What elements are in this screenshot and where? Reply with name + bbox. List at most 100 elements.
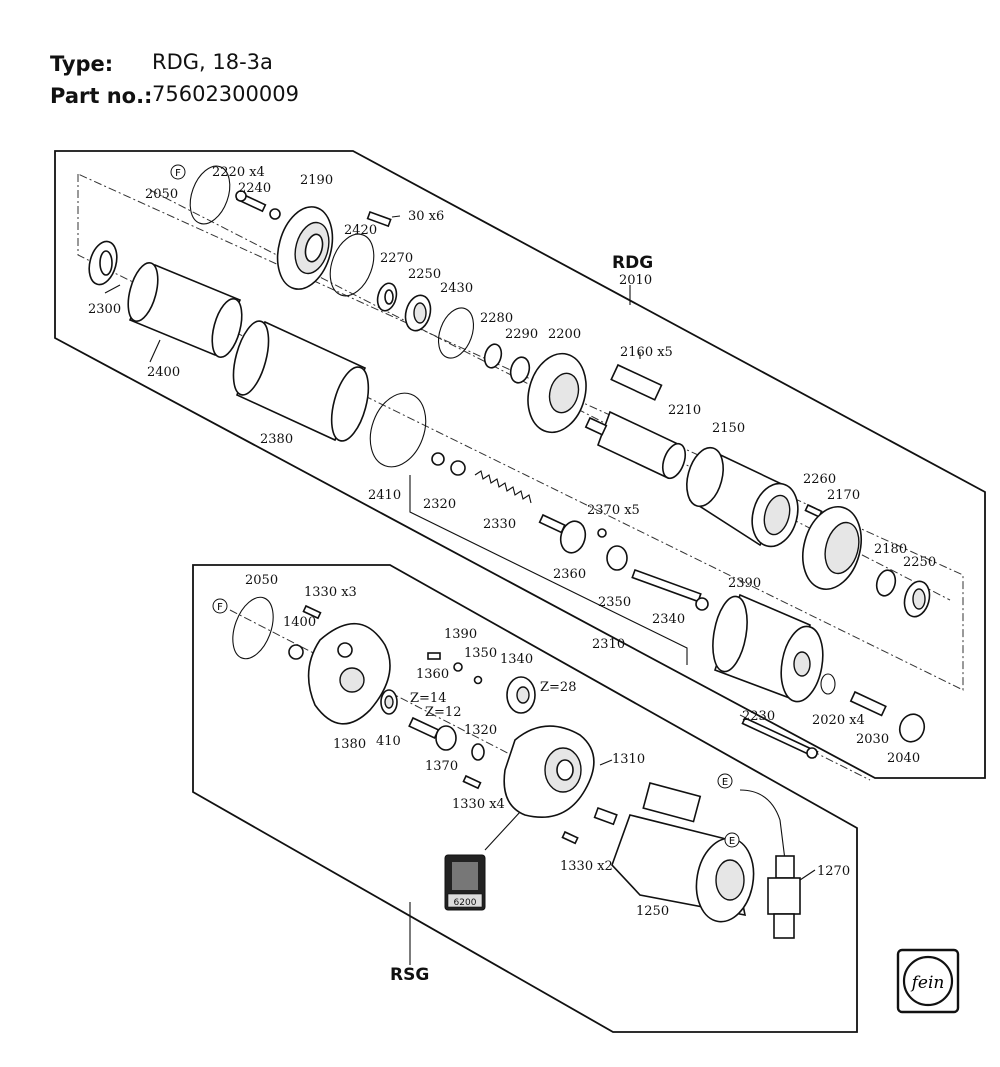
label-2170: 2170 (827, 488, 860, 503)
label-2300: 2300 (88, 302, 121, 317)
marker-e-motor: E (724, 832, 740, 848)
washer-2350 (606, 545, 628, 571)
flange-1310 (503, 725, 595, 819)
label-2270: 2270 (380, 251, 413, 266)
bearing-2250-rdg (404, 294, 432, 332)
label-2400: 2400 (147, 365, 180, 380)
svg-text:E: E (722, 777, 728, 788)
vanes-2160 (610, 352, 663, 401)
rotor-2210 (584, 410, 687, 480)
label-2030: 2030 (856, 732, 889, 747)
label-2050-rsg: 2050 (245, 573, 278, 588)
label-2430: 2430 (440, 281, 473, 296)
part-labels: 2050 2220 x4 2240 2190 30 x6 2420 2270 2… (88, 165, 936, 919)
screw-1360 (427, 652, 441, 660)
seal-2180 (875, 569, 897, 597)
bearing-1320 (471, 743, 485, 761)
label-2320: 2320 (423, 497, 456, 512)
rdg-group-frame (54, 150, 986, 779)
label-2180: 2180 (874, 542, 907, 557)
type-label: Type: (50, 52, 114, 76)
bolt-2340 (631, 568, 709, 611)
bearing-2250-rdg-b (903, 580, 931, 618)
label-2410: 2410 (368, 488, 401, 503)
flange-2190 (276, 206, 334, 290)
label-2020: 2020 x4 (812, 713, 865, 728)
pinion-1370 (408, 716, 457, 751)
fein-logo: fein (896, 948, 960, 1014)
marker-f-rsg: F (212, 598, 228, 614)
bearing-2290 (509, 356, 531, 384)
marker-e-cable: E (717, 773, 733, 789)
marker-f-rdg: F (170, 164, 186, 180)
bracket-2310 (409, 475, 688, 665)
label-30x6: 30 x6 (408, 209, 444, 224)
svg-text:F: F (217, 602, 223, 613)
label-2040: 2040 (887, 751, 920, 766)
rdg-assembly-axis (77, 173, 964, 691)
group-title-rdg: RDG (612, 253, 653, 273)
cover-2170 (802, 505, 862, 591)
label-2220: 2220 x4 (212, 165, 265, 180)
label-2250-b: 2250 (903, 555, 936, 570)
label-2240: 2240 (238, 181, 271, 196)
o-ring-2050 (189, 165, 231, 225)
type-value: RDG, 18-3a (152, 50, 273, 74)
svg-text:E: E (729, 836, 735, 847)
label-2150: 2150 (712, 421, 745, 436)
label-1310: 1310 (612, 752, 645, 767)
label-1330-x3: 1330 x3 (304, 585, 357, 600)
label-2160: 2160 x5 (620, 345, 673, 360)
group-code-rdg: 2010 (619, 273, 652, 288)
label-1380: 1380 (333, 737, 366, 752)
nut-2320a (431, 452, 445, 466)
label-1320: 1320 (464, 723, 497, 738)
washer-2240 (269, 208, 281, 220)
o-ring-2050-rsg (232, 596, 274, 660)
washer-1350 (473, 675, 483, 685)
cable-1270 (739, 789, 786, 861)
screw-1330-x4 (462, 774, 482, 790)
label-1330-x4: 1330 x4 (452, 797, 505, 812)
label-2260: 2260 (803, 472, 836, 487)
label-410: 410 (376, 734, 401, 749)
label-1270: 1270 (817, 864, 850, 879)
seal-2280 (483, 343, 503, 369)
motor-1250 (593, 782, 755, 923)
o-ring-2420 (329, 233, 375, 297)
tool-6200-label: 6200 (454, 898, 477, 908)
label-2340: 2340 (652, 612, 685, 627)
label-2390: 2390 (728, 576, 761, 591)
label-1390: 1390 (444, 627, 477, 642)
label-2200: 2200 (548, 327, 581, 342)
group-title-rsg: RSG (390, 965, 429, 985)
seal-2270 (376, 282, 398, 312)
washer-1390 (453, 662, 463, 672)
seal-1400 (288, 644, 304, 660)
seal-2020 (820, 673, 836, 695)
label-2360: 2360 (553, 567, 586, 582)
label-2250: 2250 (408, 267, 441, 282)
label-z12: Z=12 (425, 705, 461, 720)
svg-text:F: F (175, 168, 181, 179)
label-2420: 2420 (344, 223, 377, 238)
screw-1330-x2 (561, 830, 579, 845)
spring-2330 (474, 470, 532, 504)
label-2310: 2310 (592, 637, 625, 652)
label-2350: 2350 (598, 595, 631, 610)
o-ring-2410 (369, 392, 427, 468)
o-ring-2430 (437, 307, 475, 359)
filter-sleeve-2400 (127, 262, 243, 358)
screw-2220 (235, 190, 267, 213)
gear-cover-1380 (307, 622, 391, 725)
label-2280: 2280 (480, 311, 513, 326)
cap-2040 (898, 713, 926, 743)
part-number-label: Part no.: (50, 84, 153, 108)
label-z14: Z=14 (410, 691, 446, 706)
valve-2360 (538, 513, 587, 554)
end-cap-2200 (527, 352, 587, 434)
seal-2300 (88, 240, 118, 286)
label-2330: 2330 (483, 517, 516, 532)
label-1340: 1340 (500, 652, 533, 667)
label-2210: 2210 (668, 403, 701, 418)
